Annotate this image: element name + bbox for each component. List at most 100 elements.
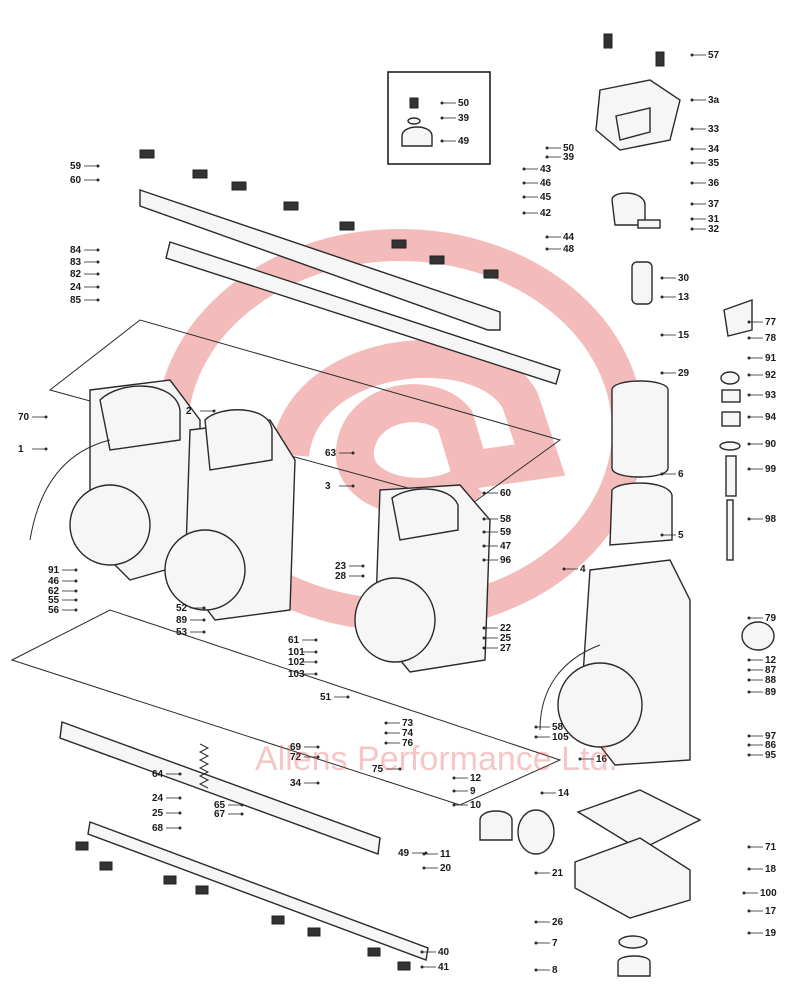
- callout-c41: 41: [438, 962, 450, 973]
- callout-c100: 100: [760, 888, 777, 899]
- callout-c3: 3: [325, 481, 331, 492]
- leader-dot-c71: [747, 845, 751, 849]
- callout-c46b: 46: [48, 576, 60, 587]
- leader-dot-c34b: [316, 781, 320, 785]
- callout-c63: 63: [325, 448, 337, 459]
- leader-dot-c33: [690, 127, 694, 131]
- callout-leaders: [32, 53, 763, 972]
- right-needle-stack: [719, 299, 775, 651]
- leader-dot-c50a: [440, 101, 444, 105]
- callout-c30: 30: [678, 273, 690, 284]
- callout-c5: 5: [678, 530, 684, 541]
- callout-c14: 14: [558, 788, 570, 799]
- leader-dot-c97: [747, 734, 751, 738]
- leader-dot-c61: [314, 638, 318, 642]
- leader-dot-c51: [346, 695, 350, 699]
- leader-dot-c1: [44, 447, 48, 451]
- leader-dot-c98: [747, 517, 751, 521]
- leader-dot-c75: [398, 767, 402, 771]
- callout-c86: 86: [765, 740, 777, 751]
- callout-c19: 19: [765, 928, 777, 939]
- callout-c48: 48: [563, 244, 575, 255]
- callout-c65: 65: [214, 800, 226, 811]
- leader-dot-c41: [420, 965, 424, 969]
- callout-c79: 79: [765, 613, 777, 624]
- leader-dot-c9: [452, 789, 456, 793]
- leader-dot-c84: [96, 248, 100, 252]
- leader-dot-c19: [747, 931, 751, 935]
- callout-c59b: 59: [500, 527, 512, 538]
- callout-c18: 18: [765, 864, 777, 875]
- callout-c75: 75: [372, 764, 384, 775]
- callout-c72: 72: [290, 752, 302, 763]
- leader-dot-c42: [522, 211, 526, 215]
- leader-dot-c63: [351, 451, 355, 455]
- callout-c22: 22: [500, 623, 512, 634]
- top-fuel-rail: [139, 189, 561, 385]
- callout-c31: 31: [708, 214, 720, 225]
- callout-c17: 17: [765, 906, 777, 917]
- callout-c21: 21: [552, 868, 564, 879]
- leader-dot-c47: [482, 544, 486, 548]
- callout-c83: 83: [70, 257, 82, 268]
- callout-c73: 73: [402, 718, 414, 729]
- leader-dot-c96: [482, 558, 486, 562]
- leader-dot-c105: [534, 735, 538, 739]
- leader-dot-c21: [534, 871, 538, 875]
- leader-dot-c87: [747, 668, 751, 672]
- callout-c55: 55: [48, 595, 60, 606]
- callout-c82: 82: [70, 269, 82, 280]
- callout-c91b: 91: [48, 565, 60, 576]
- leader-dot-c16: [578, 757, 582, 761]
- callout-c49b: 49: [398, 848, 410, 859]
- leader-dot-c5: [660, 533, 664, 537]
- callout-c59: 59: [70, 161, 82, 172]
- leader-dot-c99: [747, 467, 751, 471]
- leader-dot-c30: [660, 276, 664, 280]
- leader-dot-c89: [747, 690, 751, 694]
- leader-dot-c86: [747, 743, 751, 747]
- callout-c44: 44: [563, 232, 575, 243]
- leader-dot-c57: [690, 53, 694, 57]
- callout-c16: 16: [596, 754, 608, 765]
- leader-dot-c83: [96, 260, 100, 264]
- callout-c91: 91: [765, 353, 777, 364]
- callout-c99: 99: [765, 464, 777, 475]
- callout-c12b: 12: [470, 773, 482, 784]
- leader-dot-c3a: [690, 98, 694, 102]
- leader-dot-c102: [314, 660, 318, 664]
- leader-dot-c77: [747, 320, 751, 324]
- leader-dot-c67: [240, 812, 244, 816]
- leader-dot-c29: [660, 371, 664, 375]
- leader-dot-c79: [747, 616, 751, 620]
- return-spring: [198, 743, 210, 789]
- callout-c20: 20: [440, 863, 452, 874]
- callout-c52: 52: [176, 603, 188, 614]
- callout-c102: 102: [288, 657, 305, 668]
- leader-dot-c88: [747, 678, 751, 682]
- callout-c88: 88: [765, 675, 777, 686]
- leader-dot-c101: [314, 650, 318, 654]
- leader-dot-c43: [522, 167, 526, 171]
- callout-c50b: 50: [563, 143, 575, 154]
- callout-c32: 32: [708, 224, 720, 235]
- callout-c105: 105: [552, 732, 569, 743]
- leader-dot-c13: [660, 295, 664, 299]
- callout-c7: 7: [552, 938, 558, 949]
- leader-dot-c90: [747, 442, 751, 446]
- leader-dot-c46b: [74, 579, 78, 583]
- inset-detail-box: [387, 71, 491, 165]
- callout-c34: 34: [708, 144, 720, 155]
- leader-dot-c39a: [440, 116, 444, 120]
- callout-c53: 53: [176, 627, 188, 638]
- callout-c43: 43: [540, 164, 552, 175]
- leader-dot-c59: [96, 164, 100, 168]
- leader-dot-c92: [747, 373, 751, 377]
- leader-dot-c15: [660, 333, 664, 337]
- watermark-text: Allens Performance Ltd.: [255, 740, 618, 778]
- leader-dot-c74: [384, 731, 388, 735]
- leader-dot-c40: [420, 950, 424, 954]
- callout-c60b: 60: [500, 488, 512, 499]
- callout-c93: 93: [765, 390, 777, 401]
- leader-dot-c37: [690, 202, 694, 206]
